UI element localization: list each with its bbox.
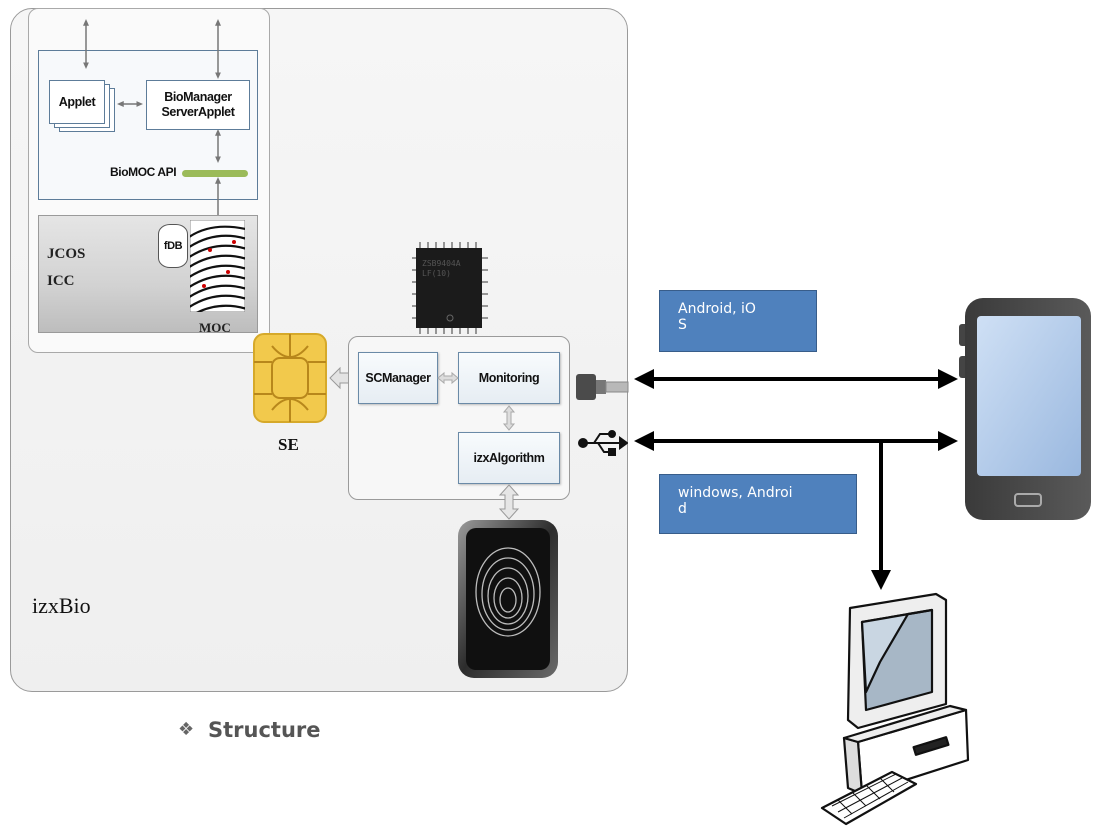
mobile-os-line1: Android, iO	[678, 301, 756, 317]
icc-label: ICC	[47, 273, 75, 289]
jcos-label: JCOS	[47, 246, 86, 262]
usb-symbol-icon	[578, 430, 628, 456]
izxalgorithm-box: izxAlgorithm	[458, 432, 560, 484]
mobile-os-box: Android, iO S	[659, 290, 817, 352]
fingerprint-template-image	[190, 220, 245, 312]
caption-bullet: ❖	[178, 719, 195, 740]
biomanager-serverapplet-box: BioManager ServerApplet	[146, 80, 250, 130]
scmanager-box: SCManager	[358, 352, 438, 404]
izxbio-label: izxBio	[32, 593, 91, 618]
tablet-device-icon	[959, 298, 1091, 520]
microcontroller-chip: ZSB9404A LF(10)	[412, 242, 488, 334]
applet-label: Applet	[58, 94, 96, 109]
applet-box: Applet	[49, 80, 105, 124]
chip-text-line1: ZSB9404A	[422, 259, 461, 268]
biomoc-api-label: BioMOC API	[110, 164, 177, 179]
monitoring-algorithm-arrow	[502, 405, 516, 431]
upper-connectors	[83, 19, 221, 225]
se-chip-icon	[253, 333, 327, 423]
mobile-os-line2: S	[678, 317, 687, 333]
connection-arrows	[634, 369, 958, 590]
api-bar	[182, 170, 248, 177]
scmanager-monitoring-arrow	[437, 371, 459, 385]
structure-caption: Structure	[208, 718, 321, 742]
se-label: SE	[278, 435, 299, 454]
moc-label: MOC	[199, 320, 231, 335]
fingerprint-sensor-device	[458, 520, 558, 678]
biomanager-label-line1: BioManager	[164, 90, 232, 104]
fdb-database: fDB	[158, 224, 188, 268]
pc-os-box: windows, Androi d	[659, 474, 857, 534]
pc-os-line1: windows, Androi	[678, 485, 793, 501]
algorithm-sensor-arrow	[498, 484, 520, 520]
pc-os-line2: d	[678, 501, 687, 517]
chip-text-line2: LF(10)	[422, 269, 451, 278]
desktop-computer-icon	[820, 592, 970, 826]
monitoring-box: Monitoring	[458, 352, 560, 404]
biomanager-label-line2: ServerApplet	[161, 105, 235, 119]
usb-cable-plug-icon	[576, 374, 629, 400]
